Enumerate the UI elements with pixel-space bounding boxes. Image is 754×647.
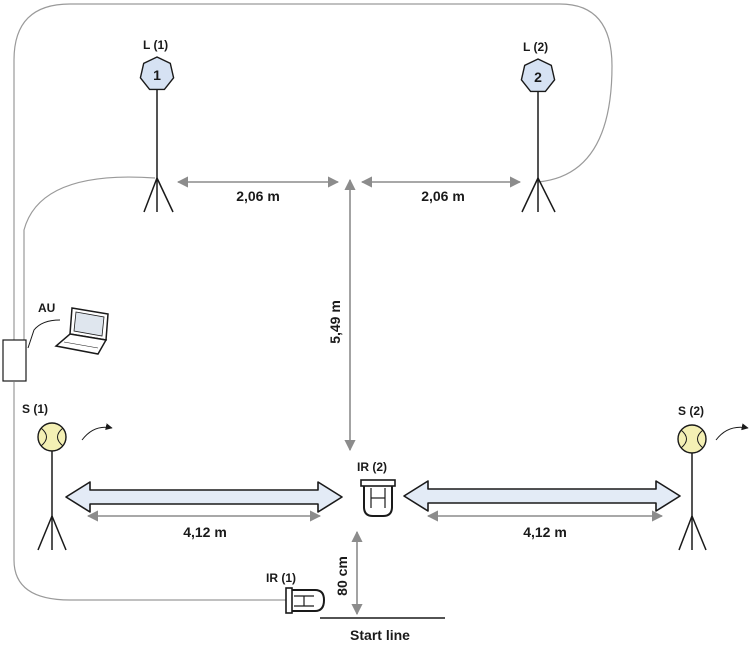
au-box — [2, 339, 27, 382]
start-line-label: Start line — [350, 627, 410, 643]
au-label: AU — [38, 301, 55, 315]
cable-outer-loop — [13, 3, 613, 340]
sensor2-motion-arrow-icon — [715, 423, 749, 441]
distance-left-top: 2,06 m — [236, 188, 280, 204]
sensor2-label: S (2) — [678, 404, 704, 418]
distance-right-top: 2,06 m — [421, 188, 465, 204]
sensor1-motion-arrow-icon — [81, 423, 113, 441]
sensor1-ball-icon — [37, 422, 67, 452]
light1-number: 1 — [153, 67, 161, 83]
light1-tripod — [143, 90, 174, 213]
light2-heptagon-icon — [520, 58, 556, 93]
distance-right-bottom: 4,12 m — [523, 524, 567, 540]
light2-tripod — [521, 92, 556, 213]
distance-vertical: 5,49 m — [327, 300, 343, 344]
light2-number: 2 — [534, 69, 542, 85]
double-arrow-left — [65, 481, 343, 513]
ir1-label: IR (1) — [266, 571, 296, 585]
cable-bottom-loop — [13, 382, 290, 601]
cable-laptop — [27, 319, 61, 349]
light1-heptagon-icon — [139, 56, 175, 91]
distance-start-gap: 80 cm — [334, 556, 350, 596]
ir2-sensor-icon — [360, 479, 396, 517]
sensor2-tripod — [678, 453, 707, 551]
light2-label: L (2) — [523, 40, 548, 54]
distance-left-bottom: 4,12 m — [183, 524, 227, 540]
cable-inner-loop — [23, 176, 156, 340]
light1-label: L (1) — [143, 38, 168, 52]
laptop-icon — [54, 307, 109, 355]
ir2-label: IR (2) — [357, 460, 387, 474]
double-arrow-right — [403, 480, 681, 512]
sensor1-tripod — [37, 451, 67, 551]
sensor2-ball-icon — [677, 424, 707, 454]
sensor1-label: S (1) — [22, 402, 48, 416]
ir1-sensor-icon — [285, 587, 326, 614]
